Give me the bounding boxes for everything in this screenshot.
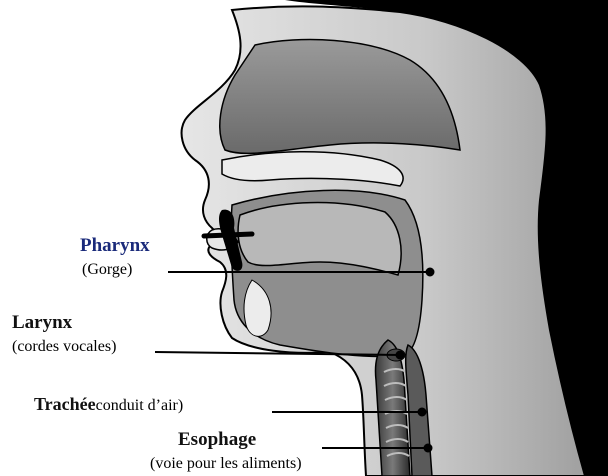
esophage-subtitle: (voie pour les aliments)	[150, 456, 302, 472]
larynx-title: Larynx	[12, 313, 72, 332]
pharynx-subtitle: (Gorge)	[82, 262, 132, 278]
trachee-title: Trachée	[34, 394, 96, 414]
larynx-subtitle: (cordes vocales)	[12, 339, 116, 355]
mouth-cross-mark	[204, 234, 252, 236]
trachee-label: Trachéeconduit d’air)	[34, 395, 183, 414]
pharynx-title: Pharynx	[80, 236, 150, 255]
trachee-rest: conduit d’air)	[96, 397, 184, 414]
esophage-title: Esophage	[178, 430, 256, 449]
